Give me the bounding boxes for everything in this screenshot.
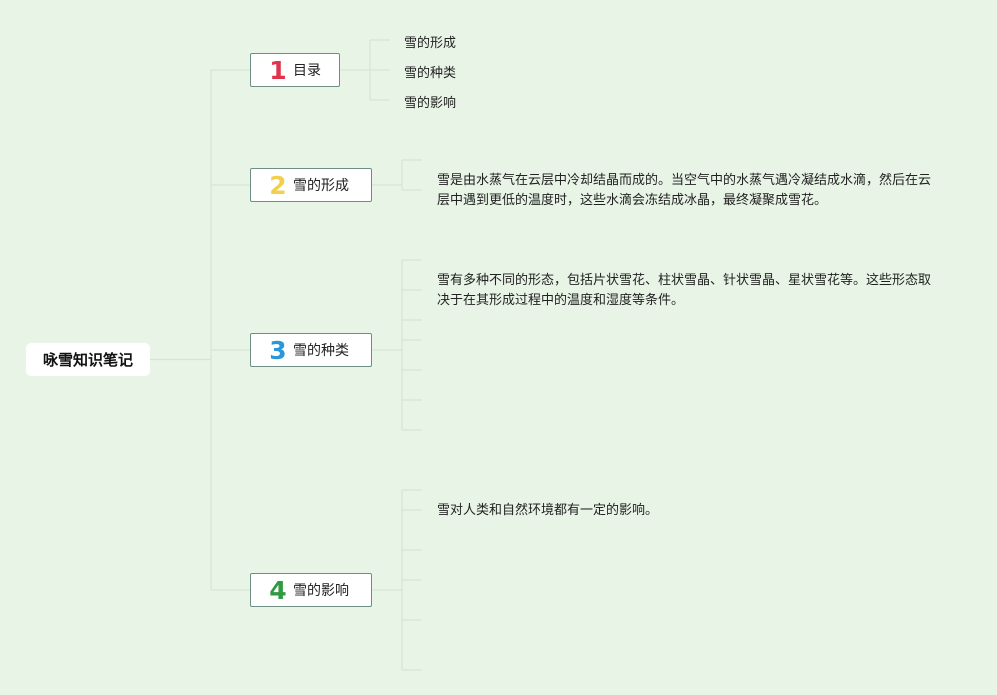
number-2-icon: 2 <box>269 170 287 200</box>
number-4-icon: 4 <box>269 575 287 605</box>
root-label: 咏雪知识笔记 <box>42 351 133 369</box>
branch-node-contents[interactable]: 1 目录 <box>250 53 340 87</box>
impact-note[interactable]: 雪对人类和自然环境都有一定的影响。 <box>437 503 659 518</box>
branch-node-impact[interactable]: 4 雪的影响 <box>250 573 372 607</box>
branch-node-formation[interactable]: 2 雪的形成 <box>250 168 372 202</box>
branch-label: 雪的影响 <box>293 583 349 599</box>
number-3-icon: 3 <box>269 335 287 365</box>
contents-item-types[interactable]: 雪的种类 <box>404 66 457 81</box>
number-1-icon: 1 <box>269 55 287 85</box>
branch-node-types[interactable]: 3 雪的种类 <box>250 333 372 367</box>
formation-note[interactable]: 雪是由水蒸气在云层中冷却结晶而成的。当空气中的水蒸气遇冷凝结成水滴，然后在云层中… <box>437 173 932 208</box>
branch-label: 雪的形成 <box>293 178 349 194</box>
types-note[interactable]: 雪有多种不同的形态，包括片状雪花、柱状雪晶、针状雪晶、星状雪花等。这些形态取决于… <box>437 273 932 308</box>
contents-item-impact[interactable]: 雪的影响 <box>404 96 457 111</box>
contents-item-formation[interactable]: 雪的形成 <box>404 36 457 51</box>
root-node[interactable]: 咏雪知识笔记 <box>26 343 150 376</box>
branch-label: 目录 <box>293 63 321 79</box>
branch-label: 雪的种类 <box>293 343 349 359</box>
